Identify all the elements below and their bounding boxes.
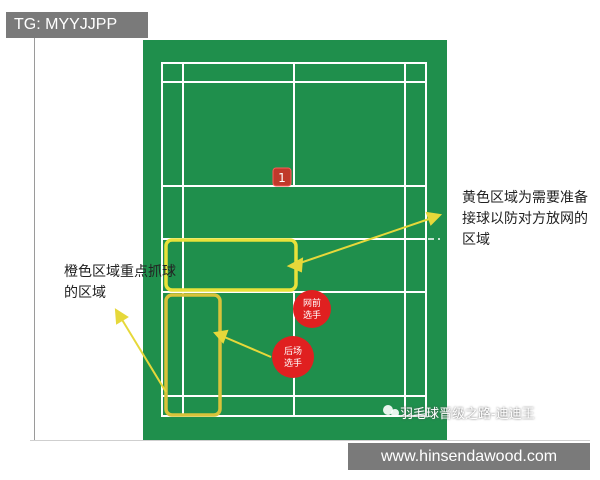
front-player-label-line1: 网前 <box>303 297 321 309</box>
arrow-orange-zone-line <box>120 317 167 393</box>
back-player-label-line1: 后场 <box>284 346 302 357</box>
arrow-back-player-head <box>213 329 229 344</box>
yellow-zone-box <box>164 238 298 292</box>
left-divider <box>34 38 35 440</box>
arrow-orange-zone-head <box>114 308 129 325</box>
back-player-label-line2: 选手 <box>284 357 302 369</box>
orange-zone-box <box>164 293 222 417</box>
watermark-top-badge: TG: MYYJJPP <box>6 12 148 38</box>
position-marker-box <box>272 167 292 187</box>
front-player-marker <box>293 290 331 328</box>
bottom-divider <box>30 440 590 441</box>
arrow-back-player-line <box>221 335 272 358</box>
back-player-marker <box>272 336 314 378</box>
arrow-yellow-zone-head-right <box>425 211 443 226</box>
arrow-yellow-zone-line <box>296 217 433 265</box>
arrow-yellow-zone-head-left <box>286 257 304 273</box>
watermark-bottom-badge: www.hinsendawood.com <box>348 443 590 470</box>
position-marker-number: 1 <box>278 171 286 185</box>
wechat-icon <box>383 405 399 417</box>
yellow-zone-annotation: 黄色区域为需要准备接球以防对方放网的区域 <box>462 190 588 248</box>
court-watermark-text: 羽毛球晋级之路-迪迪王 <box>400 407 535 422</box>
front-player-label-line2: 选手 <box>303 309 321 321</box>
annotation-arrows <box>114 211 443 393</box>
orange-zone-annotation: 橙色区域重点抓球的区域 <box>64 264 176 301</box>
